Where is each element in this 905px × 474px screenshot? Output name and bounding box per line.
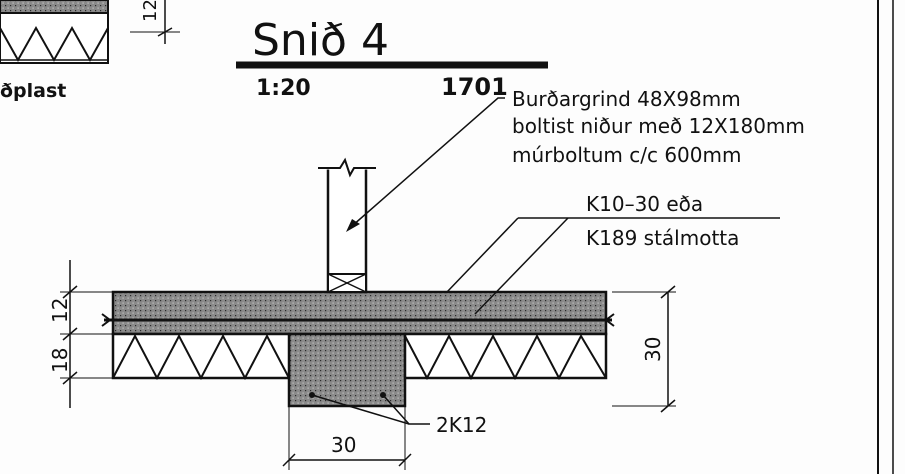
drawing-number: 1701 (441, 73, 508, 101)
fragment-dimension: 12 (140, 0, 161, 22)
insulation-right-hatch (404, 333, 607, 381)
fragment-label: ðplast (0, 80, 66, 102)
section-title: Snið 4 (252, 15, 389, 66)
title-block: Snið 4 1:20 1701 (236, 15, 548, 101)
rebar-callout: 2K12 (436, 413, 487, 437)
concrete-slab (111, 290, 608, 336)
dim-insulation-thickness: 18 (48, 348, 72, 373)
mesh-leader-1 (446, 217, 519, 293)
main-section: 12 18 30 30 (48, 97, 780, 470)
concrete-beam (287, 332, 407, 408)
frame-callout-line-1: Burðargrind 48X98mm (512, 87, 741, 111)
callouts: Burðargrind 48X98mm boltist niður með 12… (436, 87, 805, 437)
insulation-left (111, 332, 291, 380)
fragment-slab (0, 0, 109, 14)
fragment-insulation (0, 12, 109, 64)
insulation-left-hatch (112, 333, 290, 381)
scale-label: 1:20 (256, 76, 311, 101)
dim-beam-width: 30 (331, 433, 356, 457)
frame-callout-line-2: boltist niður með 12X180mm (512, 114, 805, 138)
break-line (318, 157, 376, 178)
mesh-callout-line-1: K10–30 eða (586, 192, 703, 216)
mesh-callout-line-2: K189 stálmotta (586, 226, 739, 250)
frame-leader (351, 97, 505, 227)
frame-callout-line-3: múrboltum c/c 600mm (512, 143, 741, 167)
previous-section-fragment: ðplast 12 (0, 0, 180, 102)
mesh-leader-2 (474, 217, 569, 315)
insulation-right (403, 332, 608, 380)
dim-slab-thickness: 12 (48, 298, 72, 323)
dim-total-thickness: 30 (641, 337, 665, 362)
